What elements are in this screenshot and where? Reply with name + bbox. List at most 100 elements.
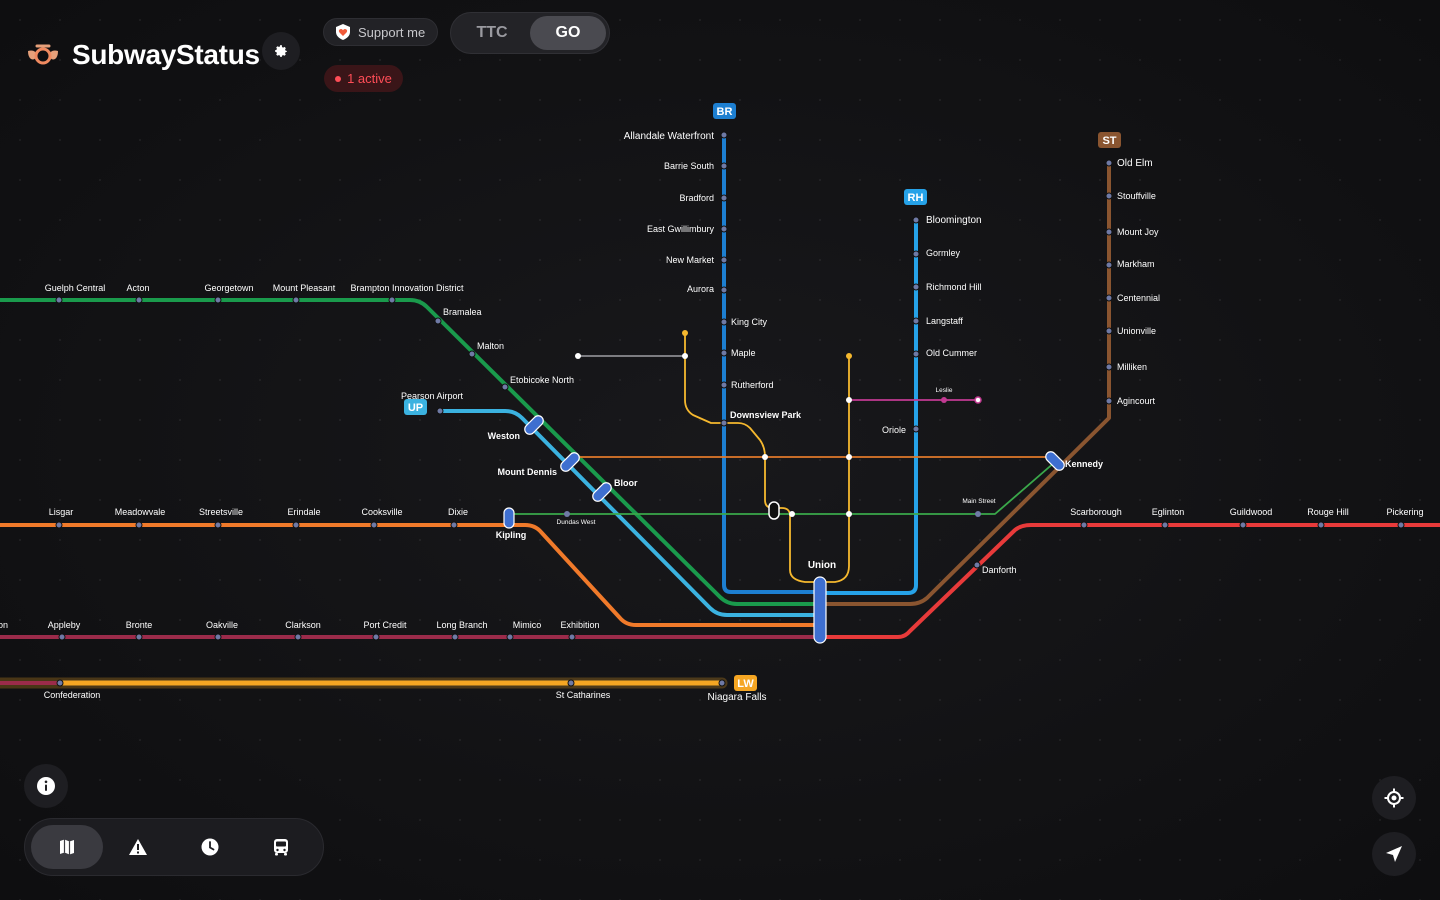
station-label[interactable]: Rutherford	[731, 380, 774, 390]
station-dot[interactable]	[1105, 397, 1113, 405]
station-dot[interactable]	[1105, 228, 1113, 236]
line-badge-up-express[interactable]: UP	[404, 399, 427, 415]
line-badge-stouffville[interactable]: ST	[1098, 132, 1121, 148]
active-alerts-badge[interactable]: 1 active	[324, 65, 403, 92]
station-label[interactable]: Georgetown	[204, 283, 253, 293]
station-label[interactable]: Barrie South	[664, 161, 714, 171]
station-dot[interactable]	[720, 286, 728, 294]
station-label[interactable]: St Catharines	[556, 690, 611, 700]
station-label[interactable]: Kipling	[496, 530, 527, 540]
station-label[interactable]: Exhibition	[560, 620, 599, 630]
station-label[interactable]: Markham	[1117, 259, 1155, 269]
station-dot[interactable]	[372, 633, 380, 641]
station-dot[interactable]	[720, 381, 728, 389]
interchange-station[interactable]	[523, 414, 546, 437]
interchange-station[interactable]	[1044, 450, 1067, 473]
station-dot[interactable]	[912, 216, 920, 224]
station-dot[interactable]	[720, 349, 728, 357]
station-dot[interactable]	[1397, 521, 1405, 529]
station-label[interactable]: East Gwillimbury	[647, 224, 715, 234]
station-label[interactable]: Meadowvale	[115, 507, 166, 517]
station-dot[interactable]	[1105, 192, 1113, 200]
station-label[interactable]: Rouge Hill	[1307, 507, 1349, 517]
station-label[interactable]: Danforth	[982, 565, 1017, 575]
station-dot[interactable]	[720, 131, 728, 139]
station-label[interactable]: Old Cummer	[926, 348, 977, 358]
interchange-station[interactable]	[559, 451, 582, 474]
station-label[interactable]: Milliken	[1117, 362, 1147, 372]
station-dot[interactable]	[720, 256, 728, 264]
station-label[interactable]: Old Elm	[1117, 158, 1153, 169]
station-dot[interactable]	[1105, 327, 1113, 335]
line-badge-barrie[interactable]: BR	[713, 103, 736, 119]
line-barrie[interactable]	[722, 133, 822, 594]
station-label[interactable]: Lisgar	[49, 507, 74, 517]
nav-map[interactable]	[31, 825, 103, 869]
station-dot[interactable]	[912, 425, 920, 433]
station-label[interactable]: Oriole	[882, 425, 906, 435]
station-dot[interactable]	[135, 521, 143, 529]
station-dot[interactable]	[135, 296, 143, 304]
station-dot[interactable]	[720, 162, 728, 170]
station-label[interactable]: Agincourt	[1117, 396, 1156, 406]
station-dot[interactable]	[973, 561, 981, 569]
interchange-station[interactable]	[591, 481, 614, 504]
station-label[interactable]: Port Credit	[363, 620, 407, 630]
line-up-express[interactable]	[438, 409, 822, 617]
station-label[interactable]: Langstaff	[926, 316, 963, 326]
station-dot[interactable]	[506, 633, 514, 641]
union-station-hub[interactable]	[813, 576, 827, 644]
station-label[interactable]: Richmond Hill	[926, 282, 982, 292]
station-label[interactable]: Allandale Waterfront	[624, 131, 714, 142]
station-dot[interactable]	[568, 633, 576, 641]
station-label[interactable]: Dixie	[448, 507, 468, 517]
ttc-station-dot[interactable]	[682, 353, 688, 359]
station-label[interactable]: Appleby	[48, 620, 81, 630]
station-label[interactable]: Mimico	[513, 620, 542, 630]
station-dot[interactable]	[436, 407, 444, 415]
station-label[interactable]: Gormley	[926, 248, 961, 258]
station-dot[interactable]	[1239, 521, 1247, 529]
station-dot[interactable]	[720, 194, 728, 202]
line-stouffville[interactable]	[818, 161, 1111, 606]
station-label[interactable]: Bradford	[679, 193, 714, 203]
station-dot[interactable]	[388, 296, 396, 304]
station-label[interactable]: Brampton Innovation District	[350, 283, 464, 293]
station-label[interactable]: Weston	[488, 431, 520, 441]
station-label[interactable]: Guelph Central	[45, 283, 106, 293]
station-dot[interactable]	[720, 225, 728, 233]
station-dot[interactable]	[468, 350, 476, 358]
ttc-interchange[interactable]	[768, 501, 780, 520]
ttc-station-dot[interactable]	[789, 511, 795, 517]
network-option-ttc[interactable]: TTC	[476, 24, 508, 41]
station-dot[interactable]	[434, 317, 442, 325]
ttc-station-dot[interactable]	[762, 454, 768, 460]
line-milton[interactable]	[0, 523, 822, 627]
station-label[interactable]: Clarkson	[285, 620, 321, 630]
station-label[interactable]: Acton	[126, 283, 149, 293]
station-dot[interactable]	[450, 521, 458, 529]
network-toggle[interactable]: TTC GO	[450, 12, 610, 54]
station-dot[interactable]	[58, 633, 66, 641]
ttc-station-dot[interactable]	[575, 353, 581, 359]
station-label[interactable]: Bramalea	[443, 307, 482, 317]
station-dot[interactable]	[370, 521, 378, 529]
station-label[interactable]: Kennedy	[1065, 459, 1103, 469]
station-label[interactable]: Stouffville	[1117, 191, 1156, 201]
station-label[interactable]: Eglinton	[1152, 507, 1185, 517]
station-label[interactable]: Erindale	[287, 507, 320, 517]
station-label[interactable]: Downsview Park	[730, 410, 802, 420]
line-kitchener[interactable]	[0, 298, 822, 606]
station-label[interactable]: Bloomington	[926, 215, 982, 226]
station-label[interactable]: Bloor	[614, 478, 638, 488]
station-label[interactable]: Confederation	[44, 690, 101, 700]
station-label[interactable]: Long Branch	[436, 620, 487, 630]
station-label[interactable]: Malton	[477, 341, 504, 351]
station-dot[interactable]	[567, 679, 575, 687]
station-dot[interactable]	[718, 679, 726, 687]
station-label[interactable]: Mount Dennis	[498, 467, 558, 477]
info-button[interactable]	[24, 764, 68, 808]
station-dot[interactable]	[292, 296, 300, 304]
station-label[interactable]: Bronte	[126, 620, 153, 630]
station-dot[interactable]	[720, 318, 728, 326]
